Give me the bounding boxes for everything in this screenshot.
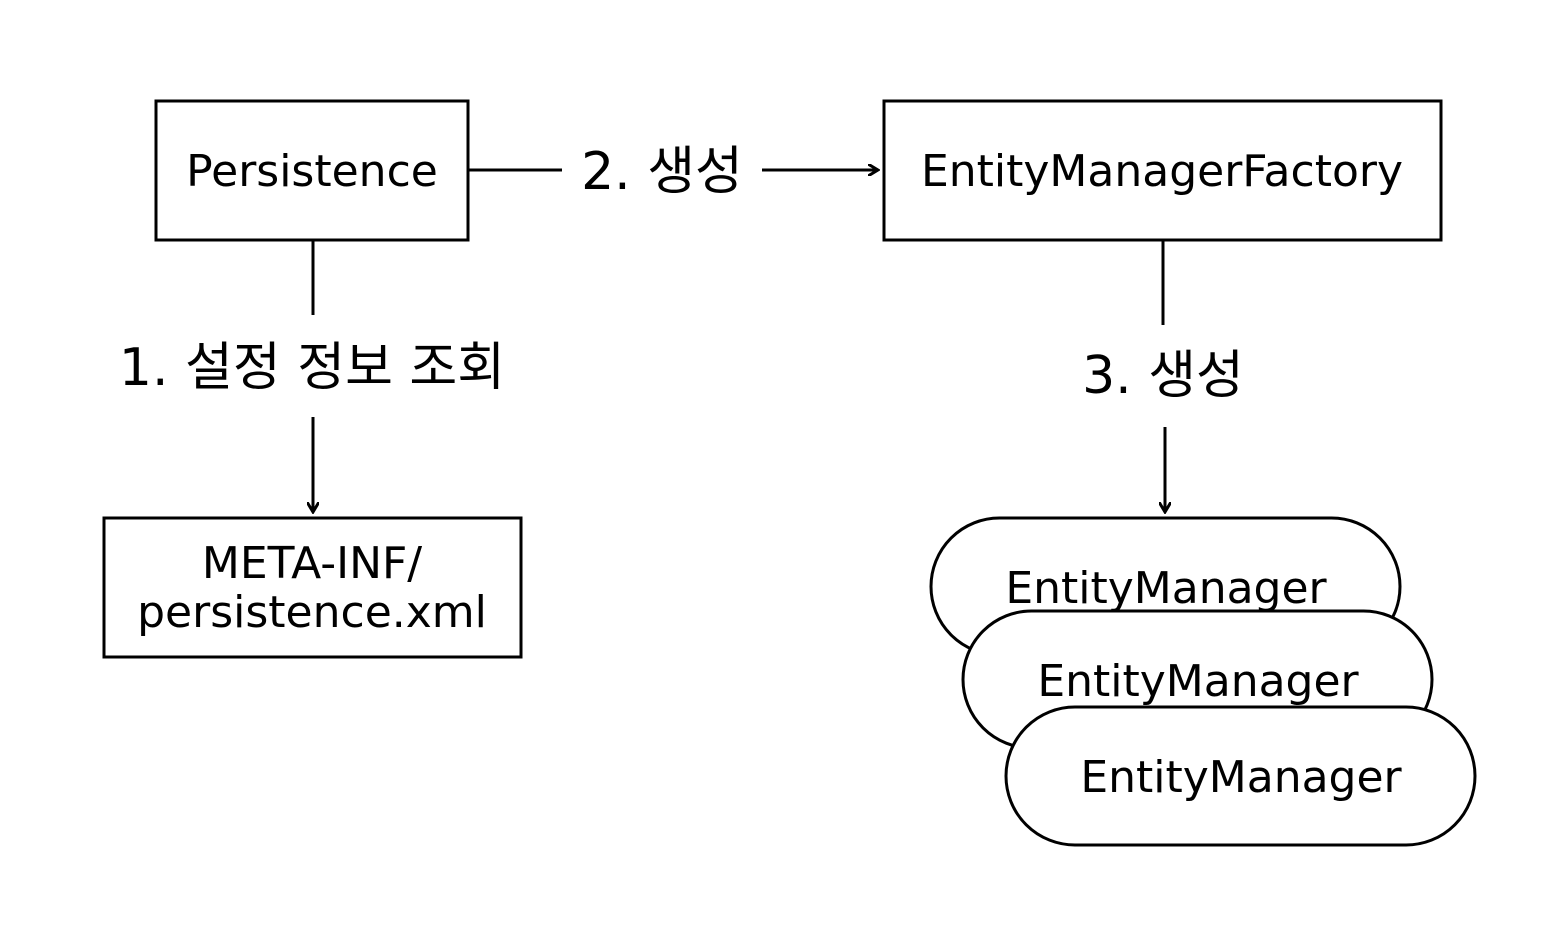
config-file-line2: persistence.xml xyxy=(137,587,487,638)
entity-manager-label: EntityManager xyxy=(1080,752,1402,803)
edge-create-factory: 2. 생성 xyxy=(468,142,878,202)
entity-manager-factory-label: EntityManagerFactory xyxy=(921,146,1403,197)
entity-manager-stack: EntityManager EntityManager EntityManage… xyxy=(929,516,1477,847)
config-file-node: META-INF/ persistence.xml xyxy=(102,516,523,659)
entity-manager-node: EntityManager xyxy=(1004,705,1477,847)
entity-manager-label: EntityManager xyxy=(1037,656,1359,707)
entity-manager-label: EntityManager xyxy=(1005,563,1327,614)
config-file-line1: META-INF/ xyxy=(202,538,422,589)
edge-create-factory-label: 2. 생성 xyxy=(581,142,743,202)
edge-create-manager-label: 3. 생성 xyxy=(1082,346,1244,406)
edge-lookup-config: 1. 설정 정보 조회 xyxy=(119,240,505,512)
edge-create-manager: 3. 생성 xyxy=(1082,240,1244,512)
entity-manager-factory-node: EntityManagerFactory xyxy=(882,99,1443,242)
edge-lookup-label: 1. 설정 정보 조회 xyxy=(119,338,505,398)
persistence-label: Persistence xyxy=(186,146,438,197)
persistence-node: Persistence xyxy=(154,99,470,242)
